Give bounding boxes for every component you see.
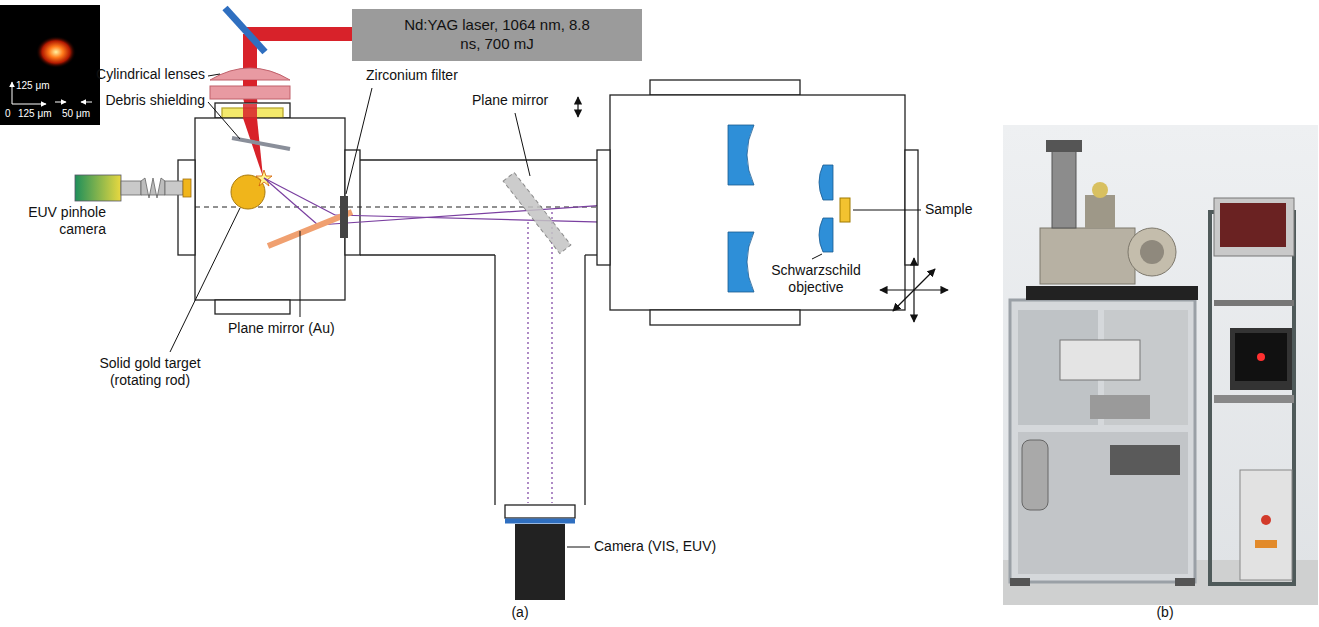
part-label: Cylindrical lenses xyxy=(55,66,205,83)
imaging-chamber xyxy=(597,80,918,325)
part-label: Zirconium filter xyxy=(366,67,496,84)
gold-plane-mirror xyxy=(268,212,352,246)
axis-label: 125 μm xyxy=(18,108,60,120)
leader-lines xyxy=(170,74,921,547)
gold-target xyxy=(231,175,265,209)
part-label: EUV pinhole camera xyxy=(2,204,106,238)
stage-arrows xyxy=(880,258,948,322)
debris-shield xyxy=(232,138,290,149)
dimension-label: 50 μm xyxy=(62,108,98,120)
part-label: Camera (VIS, EUV) xyxy=(594,538,764,555)
focal-spot-inset xyxy=(0,5,100,125)
panel-label: (b) xyxy=(1145,604,1185,621)
euv-pinhole-camera xyxy=(75,175,191,201)
camera-body xyxy=(515,524,565,600)
part-label: Schwarzschild objective xyxy=(757,262,875,296)
part-label: Debris shielding xyxy=(55,92,205,109)
laser-box: Nd:YAG laser, 1064 nm, 8.8 ns, 700 mJ xyxy=(352,9,642,61)
movable-plane-mirror xyxy=(503,172,571,253)
axis-label: 125 μm xyxy=(16,80,76,92)
turning-mirror xyxy=(225,8,265,52)
sample xyxy=(840,198,850,222)
source-chamber xyxy=(178,103,360,314)
part-label: Solid gold target (rotating rod) xyxy=(82,355,218,389)
setup-photo xyxy=(1003,125,1318,605)
motion-arrow xyxy=(577,97,578,117)
axis-label: 0 xyxy=(5,108,17,120)
zirconium-filter xyxy=(340,196,348,238)
panel-label: (a) xyxy=(500,604,540,621)
camera-window xyxy=(505,519,575,524)
box-text: Nd:YAG laser, 1064 nm, 8.8 ns, 700 mJ xyxy=(402,16,592,54)
beam-tube xyxy=(360,160,597,518)
part-label: Plane mirror (Au) xyxy=(228,320,368,337)
part-label: Plane mirror xyxy=(472,92,572,109)
part-label: Sample xyxy=(925,201,1000,218)
cylindrical-lenses xyxy=(210,68,290,99)
